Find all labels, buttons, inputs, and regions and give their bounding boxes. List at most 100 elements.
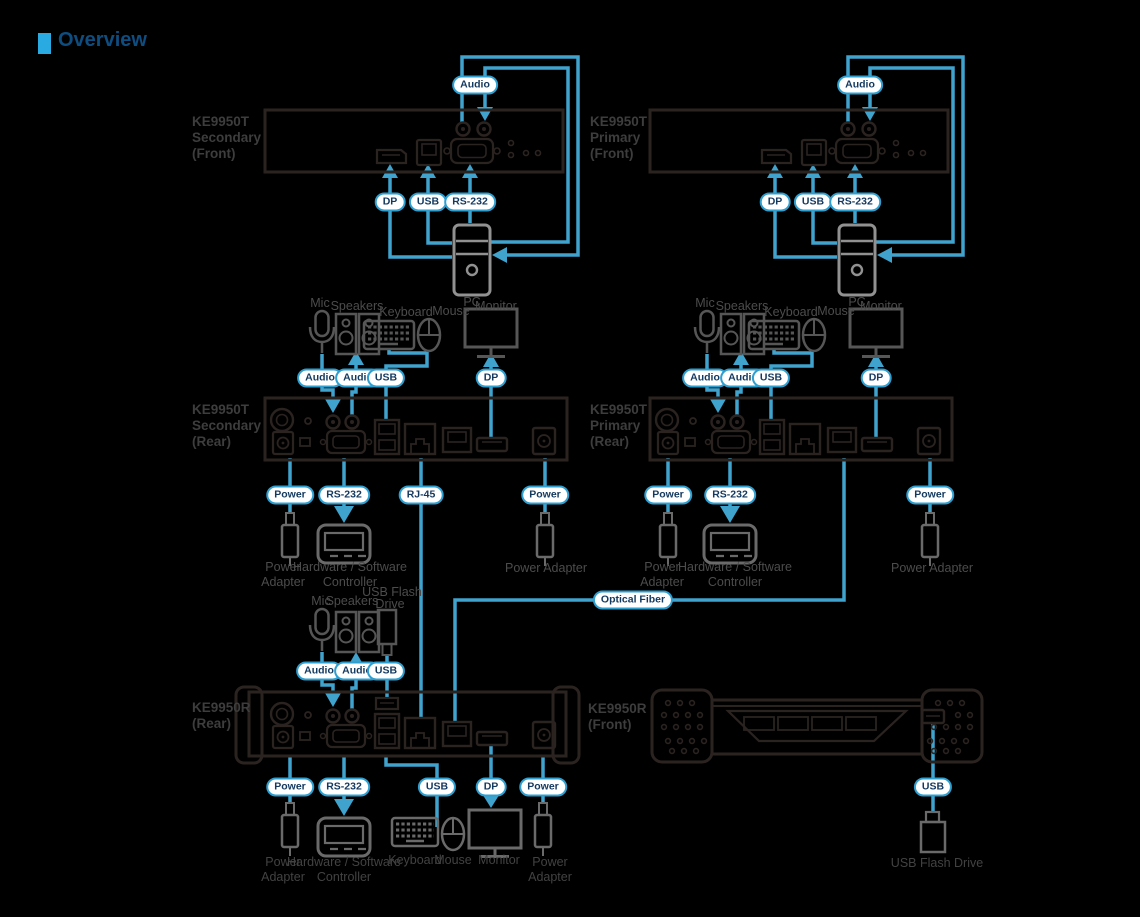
section-bullet — [38, 33, 51, 54]
device-label-ke9950t-primary-rear: KE9950T Primary (Rear) — [590, 402, 647, 450]
peripheral-icons-mid — [308, 607, 398, 656]
power-adapter-label-secondary-right: Power Adapter — [505, 561, 587, 575]
cable-label-usb-keyboard-secondary: USB — [366, 368, 406, 388]
device-label-line: (Front) — [590, 146, 634, 161]
device-ke9950t-secondary-front — [263, 108, 565, 174]
speakers-label-secondary: Speakers — [330, 299, 384, 313]
cable-label-power-left-rear-primary: Power — [644, 485, 692, 505]
device-ke9950t-primary-rear — [648, 396, 954, 462]
pc-tower-icon-right — [837, 223, 877, 297]
cable-label-power-left-receiver: Power — [266, 777, 314, 797]
device-label-line: Primary — [590, 418, 641, 433]
cable-label-rs232-front-secondary: RS-232 — [444, 192, 496, 212]
device-label-ke9950t-secondary-front: KE9950T Secondary (Front) — [192, 114, 261, 162]
pc-label-right: PC — [848, 295, 866, 309]
cable-label-usb-front-primary: USB — [793, 192, 833, 212]
monitor-label-receiver: Monitor — [478, 853, 520, 867]
mic-label-secondary: Mic — [310, 296, 330, 310]
cable-label-power-right-receiver: Power — [519, 777, 567, 797]
monitor-label-primary: Monitor — [860, 299, 902, 313]
mouse-label-receiver: Mouse — [434, 853, 472, 867]
device-label-line: (Front) — [192, 146, 236, 161]
cable-label-rs232-receiver: RS-232 — [318, 777, 370, 797]
speakers-label-primary: Speakers — [715, 299, 769, 313]
cable-label-audio-front-primary: Audio — [837, 75, 883, 95]
usb-flash-label-receiver-line2: Drive — [375, 597, 405, 611]
device-label-ke9950r-rear: KE9950R (Rear) — [192, 700, 251, 732]
device-label-line: Secondary — [192, 418, 262, 433]
power-adapter-label-receiver-left-line2: Adapter — [261, 870, 305, 884]
power-adapter-label-receiver-right-line1: Power — [532, 855, 568, 869]
cable-label-audio-mic-receiver: Audio — [296, 661, 342, 681]
device-label-line: (Rear) — [590, 434, 630, 449]
page-title: Overview — [58, 29, 147, 51]
device-label-ke9950t-secondary-rear: KE9950T Secondary (Rear) — [192, 402, 261, 450]
controller-label-primary-line1: Hardware / Software — [678, 560, 792, 574]
device-label-line: Primary — [590, 130, 641, 145]
cable-label-optical-fiber: Optical Fiber — [592, 590, 674, 610]
controller-label-secondary-line1: Hardware / Software — [293, 560, 407, 574]
peripheral-icons-top-left — [308, 307, 519, 358]
device-ke9950t-secondary-rear — [263, 396, 569, 462]
device-label-line: KE9950T — [590, 402, 648, 417]
pc-label-left: PC — [463, 295, 481, 309]
device-label-line: KE9950R — [588, 701, 647, 716]
device-label-line: (Front) — [588, 717, 632, 732]
usb-flash-label-receiver-line1: USB Flash — [362, 585, 422, 599]
device-label-line: Secondary — [192, 130, 262, 145]
connector-icons-rear-left — [280, 512, 555, 566]
controller-label-receiver-line1: Hardware / Software — [287, 855, 401, 869]
cable-label-usb-front-secondary: USB — [408, 192, 448, 212]
speakers-label-receiver: Speakers — [325, 594, 379, 608]
controller-label-receiver-line2: Controller — [316, 870, 372, 884]
mouse-label-secondary: Mouse — [432, 304, 470, 318]
device-label-line: KE9950R — [192, 700, 251, 715]
cable-label-usb-keyboard-primary: USB — [751, 368, 791, 388]
cable-label-usb-front-receiver: USB — [913, 777, 953, 797]
connector-icons-rear-right — [658, 512, 940, 566]
cable-label-dp-monitor-primary: DP — [860, 368, 892, 388]
device-ke9950r-rear — [234, 685, 581, 765]
cable-label-rs232-front-primary: RS-232 — [829, 192, 881, 212]
controller-label-primary-line2: Controller — [707, 575, 763, 589]
cable-label-dp-monitor-receiver: DP — [475, 777, 507, 797]
cable-label-power-right-rear-secondary: Power — [521, 485, 569, 505]
power-adapter-label-primary-left-line2: Adapter — [640, 575, 684, 589]
keyboard-label-secondary: Keyboard — [379, 305, 433, 319]
mic-label-primary: Mic — [695, 296, 715, 310]
power-adapter-label-primary-right: Power Adapter — [891, 561, 973, 575]
cable-label-usb-keyboard-receiver: USB — [417, 777, 457, 797]
device-label-ke9950t-primary-front: KE9950T Primary (Front) — [590, 114, 647, 162]
device-ke9950r-front — [650, 688, 984, 764]
cable-label-rs232-rear-secondary: RS-232 — [318, 485, 370, 505]
pc-tower-icon-left — [452, 223, 492, 297]
cable-label-power-right-rear-primary: Power — [906, 485, 954, 505]
cable-label-rs232-rear-primary: RS-232 — [704, 485, 756, 505]
mic-label-receiver: Mic — [311, 594, 331, 608]
cable-label-audio-front-secondary: Audio — [452, 75, 498, 95]
power-adapter-label-receiver-right-line2: Adapter — [528, 870, 572, 884]
power-adapter-label-receiver-left-line1: Power — [265, 855, 301, 869]
device-label-line: (Rear) — [192, 716, 232, 731]
controller-label-secondary-line2: Controller — [322, 575, 378, 589]
monitor-label-secondary: Monitor — [475, 299, 517, 313]
cable-label-dp-front-secondary: DP — [374, 192, 406, 212]
power-adapter-label-primary-left-line1: Power — [644, 560, 680, 574]
device-label-line: (Rear) — [192, 434, 232, 449]
cable-label-dp-front-primary: DP — [759, 192, 791, 212]
usb-flash-drive-label-receiver-front: USB Flash Drive — [890, 856, 984, 870]
keyboard-label-primary: Keyboard — [764, 305, 818, 319]
mouse-label-primary: Mouse — [817, 304, 855, 318]
power-adapter-label-secondary-left-line2: Adapter — [261, 575, 305, 589]
device-ke9950t-primary-front — [648, 108, 950, 174]
device-label-ke9950r-front: KE9950R (Front) — [588, 701, 647, 733]
power-adapter-label-secondary-left-line1: Power — [265, 560, 301, 574]
device-label-line: KE9950T — [590, 114, 648, 129]
cable-label-power-left-rear-secondary: Power — [266, 485, 314, 505]
cable-label-usb-flash-receiver: USB — [366, 661, 406, 681]
cable-label-dp-monitor-secondary: DP — [475, 368, 507, 388]
device-label-line: KE9950T — [192, 402, 250, 417]
keyboard-label-receiver: Keyboard — [388, 853, 442, 867]
